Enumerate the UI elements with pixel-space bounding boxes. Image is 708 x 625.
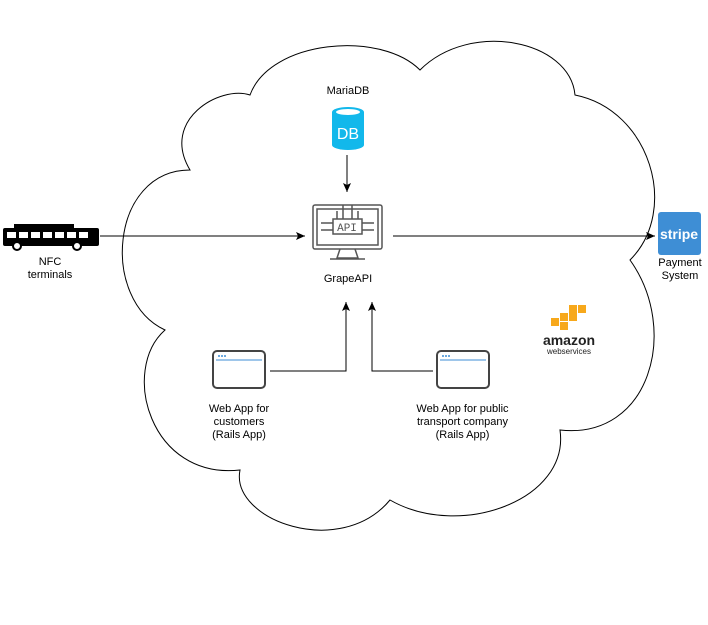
arrow-customers-to-api (270, 302, 350, 372)
stripe-logo-icon: stripe (658, 212, 701, 255)
aws-logo-subtext: webservices (546, 347, 591, 356)
aws-logo-text: amazon (543, 332, 595, 348)
label-line: (Rails App) (435, 429, 490, 441)
browser-window-icon (436, 350, 490, 389)
svg-text:stripe: stripe (660, 226, 698, 242)
bus-icon (3, 224, 99, 251)
nfc-label-line: terminals (27, 269, 73, 281)
label-line: transport company (416, 416, 509, 428)
mariadb-label: MariaDB (326, 85, 370, 97)
webapp-customers-label: Web App for customers (Rails App) (184, 403, 294, 442)
api-monitor-icon (312, 204, 383, 260)
label-line: (Rails App) (212, 429, 266, 441)
payment-label-line: Payment (658, 257, 702, 269)
cloud-shape (122, 40, 656, 531)
nfc-label-line: NFC (38, 256, 62, 268)
nfc-label: NFC terminals (10, 256, 90, 282)
arrow-transport-to-api (368, 302, 433, 372)
grapeapi-label: GrapeAPI (323, 273, 373, 285)
payment-label-line: System (661, 270, 699, 282)
label-line: Web App for (208, 403, 270, 415)
browser-window-icon (212, 350, 266, 389)
payment-system-label: Payment System (645, 257, 708, 283)
svg-text:DB: DB (337, 126, 359, 143)
api-text: API (337, 223, 357, 235)
label-line: customers (213, 416, 265, 428)
aws-cubes-icon (551, 305, 586, 330)
database-icon: DB (332, 107, 364, 150)
webapp-transport-label: Web App for public transport company (Ra… (400, 403, 525, 442)
label-line: Web App for public (416, 403, 509, 415)
